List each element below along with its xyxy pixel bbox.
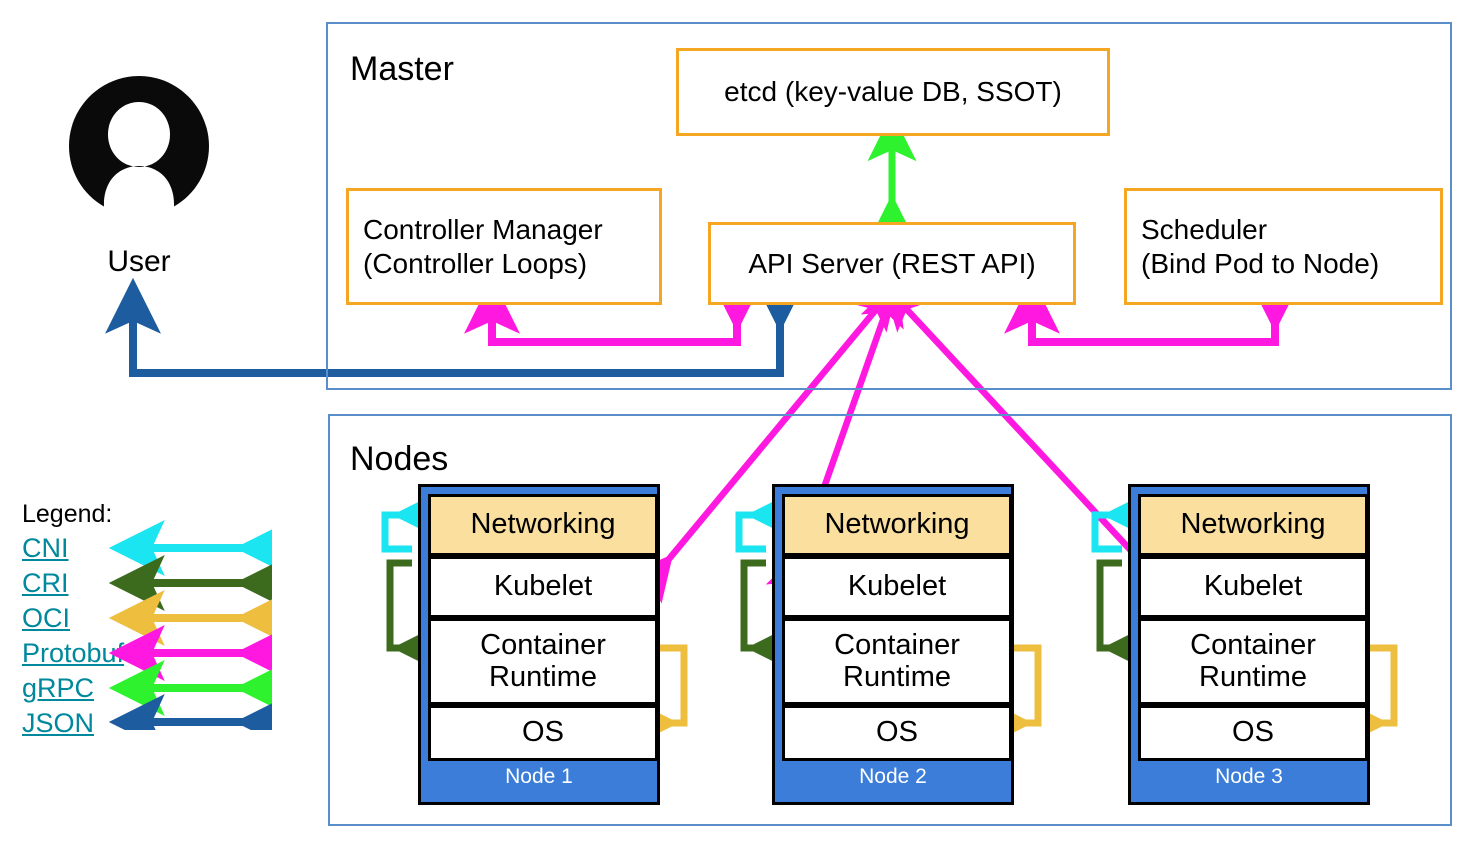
- node-3-os-label: OS: [1232, 716, 1274, 749]
- node-1-layer-networking[interactable]: Networking: [428, 494, 658, 556]
- legend-item-protobuf[interactable]: Protobuf: [22, 638, 125, 668]
- node-1-layer-container-runtime[interactable]: Container Runtime: [428, 618, 658, 705]
- arrow-cni-node2: [735, 490, 796, 553]
- master-group-title: Master: [350, 50, 454, 88]
- node-2-name: Node 2: [859, 765, 927, 788]
- node-2-os-label: OS: [876, 716, 918, 749]
- arrow-cri-node1: [386, 559, 442, 673]
- node-1-networking-label: Networking: [470, 508, 616, 541]
- controller-manager-box[interactable]: Controller Manager (Controller Loops): [346, 188, 662, 305]
- node-card-1[interactable]: Networking Kubelet Container Runtime OS …: [418, 484, 660, 805]
- node-1-kubelet-label: Kubelet: [493, 570, 593, 603]
- node-2-layer-networking[interactable]: Networking: [782, 494, 1012, 556]
- node-3-kubelet-label: Kubelet: [1203, 570, 1303, 603]
- node-1-os-label: OS: [522, 716, 564, 749]
- node-3-layer-os[interactable]: OS: [1138, 705, 1368, 761]
- node-2-kubelet-label: Kubelet: [847, 570, 947, 603]
- node-3-networking-label: Networking: [1180, 508, 1326, 541]
- node-1-container-runtime-label: Container Runtime: [480, 629, 606, 693]
- legend: Legend: CNI CRI OCI Protobuf gRPC JSON: [22, 500, 272, 738]
- api-server-box[interactable]: API Server (REST API): [708, 222, 1076, 305]
- arrow-cni-node3: [1091, 490, 1152, 553]
- legend-item-cri[interactable]: CRI: [22, 568, 69, 598]
- controller-manager-label: Controller Manager (Controller Loops): [363, 214, 603, 279]
- node-3-layer-container-runtime[interactable]: Container Runtime: [1138, 618, 1368, 705]
- arrow-cri-node2: [740, 559, 796, 673]
- legend-item-oci[interactable]: OCI: [22, 603, 71, 633]
- node-2-layer-kubelet[interactable]: Kubelet: [782, 556, 1012, 618]
- arrow-cni-node1: [381, 490, 442, 553]
- legend-item-json[interactable]: JSON: [22, 708, 95, 738]
- arrow-cri-node3: [1096, 559, 1152, 673]
- user-label: User: [107, 245, 171, 278]
- user-icon: [69, 76, 209, 207]
- node-3-container-runtime-label: Container Runtime: [1190, 629, 1316, 693]
- node-2-networking-label: Networking: [824, 508, 970, 541]
- etcd-box[interactable]: etcd (key-value DB, SSOT): [676, 48, 1110, 136]
- arrow-oci-node3: [1339, 644, 1398, 748]
- legend-item-cni[interactable]: CNI: [22, 533, 69, 563]
- node-1-name: Node 1: [505, 765, 573, 788]
- nodes-group-title: Nodes: [350, 440, 449, 478]
- scheduler-label: Scheduler (Bind Pod to Node): [1141, 214, 1380, 279]
- master-group: [326, 22, 1452, 390]
- legend-title: Legend:: [22, 500, 113, 528]
- node-2-layer-container-runtime[interactable]: Container Runtime: [782, 618, 1012, 705]
- etcd-label: etcd (key-value DB, SSOT): [724, 76, 1062, 108]
- node-card-3[interactable]: Networking Kubelet Container Runtime OS …: [1128, 484, 1370, 805]
- node-2-container-runtime-label: Container Runtime: [834, 629, 960, 693]
- nodes-group: [328, 414, 1452, 826]
- legend-item-grpc[interactable]: gRPC: [22, 673, 95, 703]
- node-1-layer-kubelet[interactable]: Kubelet: [428, 556, 658, 618]
- node-card-2[interactable]: Networking Kubelet Container Runtime OS …: [772, 484, 1014, 805]
- node-3-name: Node 3: [1215, 765, 1283, 788]
- scheduler-box[interactable]: Scheduler (Bind Pod to Node): [1124, 188, 1443, 305]
- node-3-layer-kubelet[interactable]: Kubelet: [1138, 556, 1368, 618]
- node-1-layer-os[interactable]: OS: [428, 705, 658, 761]
- arrow-oci-node1: [629, 644, 688, 748]
- api-server-label: API Server (REST API): [748, 247, 1036, 279]
- node-2-layer-os[interactable]: OS: [782, 705, 1012, 761]
- arrow-oci-node2: [983, 644, 1042, 748]
- node-3-layer-networking[interactable]: Networking: [1138, 494, 1368, 556]
